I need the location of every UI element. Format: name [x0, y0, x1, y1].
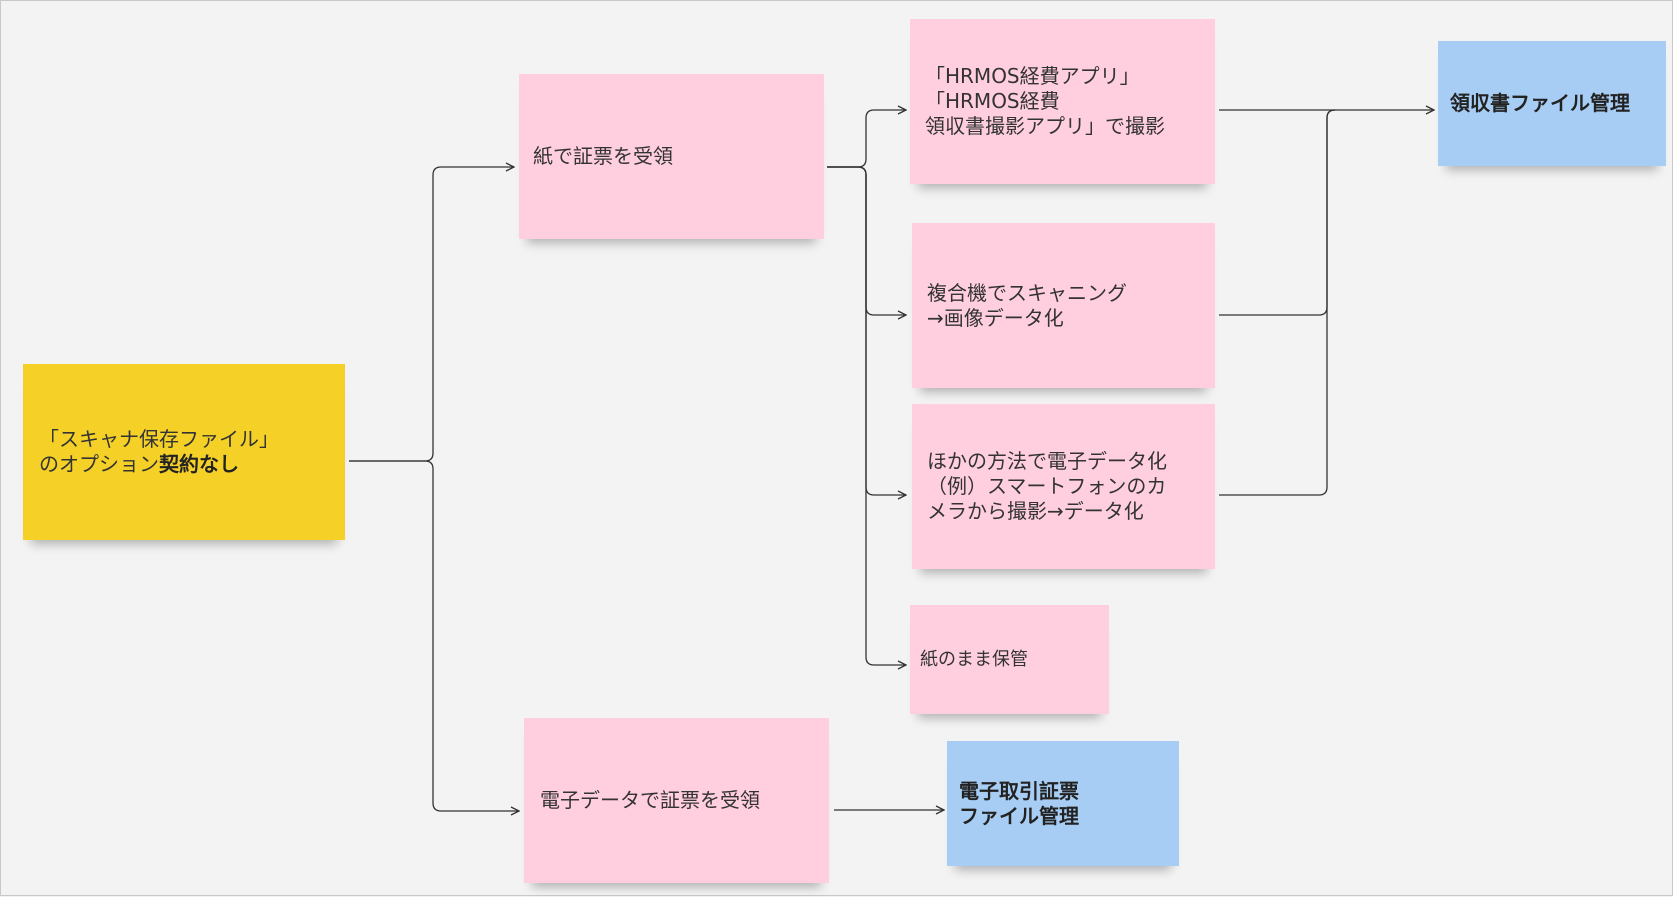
- scanner-text: 複合機でスキャニング →画像データ化: [927, 280, 1127, 330]
- sticky-note-keep-paper[interactable]: 紙のまま保管: [910, 605, 1109, 714]
- electronic-receipt-text: 電子データで証票を受領: [540, 788, 760, 812]
- sticky-note-no-contract[interactable]: 「スキャナ保存ファイル」 のオプション契約なし: [23, 364, 345, 540]
- connector-paper-to-app: [827, 110, 906, 168]
- sticky-note-receipt-file[interactable]: 領収書ファイル管理: [1438, 41, 1666, 166]
- connector-root-to-electronic: [349, 460, 519, 811]
- sticky-note-electronic-receipt[interactable]: 電子データで証票を受領: [524, 718, 829, 883]
- keep-paper-text: 紙のまま保管: [920, 649, 1028, 670]
- connector-other-to-receipt: [1219, 109, 1336, 496]
- no-contract-text: 「スキャナ保存ファイル」 のオプション: [39, 427, 279, 476]
- sticky-note-etrade-file[interactable]: 電子取引証票 ファイル管理: [947, 741, 1179, 866]
- sticky-note-other-method[interactable]: ほかの方法で電子データ化 （例）スマートフォンのカ メラから撮影→データ化: [912, 404, 1215, 569]
- no-contract-bold-text: 契約なし: [159, 452, 239, 476]
- etrade-file-text: 電子取引証票 ファイル管理: [959, 778, 1079, 828]
- connector-scanner-to-receipt: [1219, 109, 1336, 316]
- app-photo-text: 「HRMOS経費アプリ」 「HRMOS経費 領収書撮影アプリ」で撮影: [925, 64, 1165, 138]
- sticky-note-scanner[interactable]: 複合機でスキャニング →画像データ化: [912, 223, 1215, 388]
- other-method-text: ほかの方法で電子データ化 （例）スマートフォンのカ メラから撮影→データ化: [927, 449, 1167, 523]
- paper-receipt-text: 紙で証票を受領: [533, 144, 673, 168]
- sticky-note-app-photo[interactable]: 「HRMOS経費アプリ」 「HRMOS経費 領収書撮影アプリ」で撮影: [910, 19, 1215, 184]
- sticky-note-paper-receipt[interactable]: 紙で証票を受領: [519, 74, 824, 239]
- connector-root-to-paper: [349, 167, 514, 462]
- receipt-file-text: 領収書ファイル管理: [1450, 91, 1630, 115]
- connector-paper-to-keep: [827, 166, 906, 665]
